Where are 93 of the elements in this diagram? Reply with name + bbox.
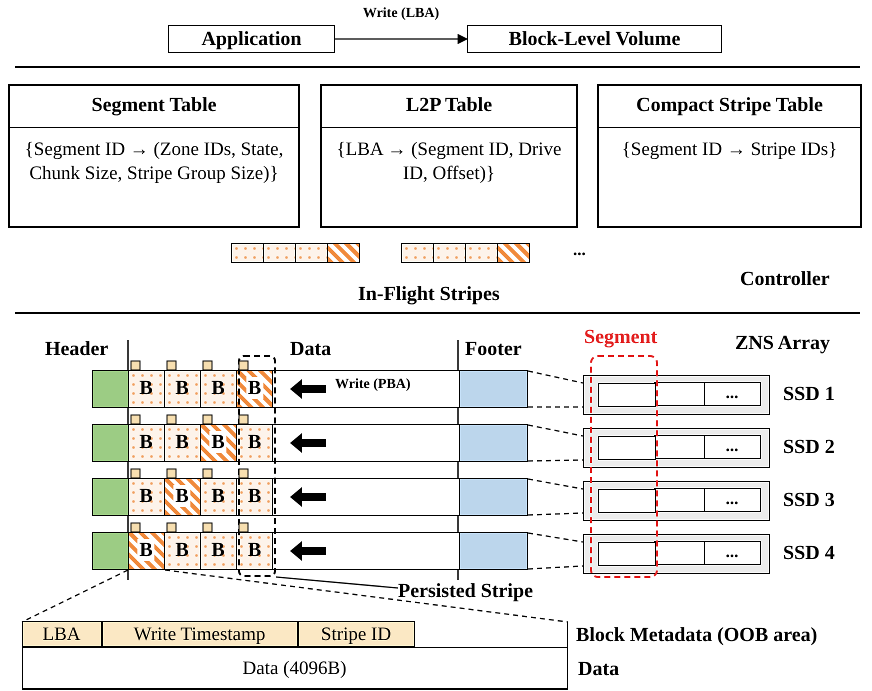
dashed-line	[527, 478, 584, 516]
data-block	[200, 424, 236, 462]
text-label: Write (PBA)	[335, 377, 411, 393]
zone-row	[92, 370, 528, 408]
table-cell	[22, 620, 102, 646]
block-letter: B	[138, 430, 154, 452]
block-letter: B	[246, 431, 262, 453]
chunk-box	[704, 434, 760, 458]
cell-text: LBA	[42, 624, 82, 646]
zone-row	[92, 478, 528, 516]
ellipsis: ...	[724, 436, 740, 456]
leader-line	[276, 576, 398, 589]
dashed-line	[527, 370, 584, 408]
chunk-box	[598, 542, 656, 566]
block-letter: B	[209, 430, 227, 452]
table-cell	[22, 646, 568, 688]
block-letter: B	[174, 376, 190, 398]
arrow	[335, 34, 468, 44]
cell-text: Write Timestamp	[132, 624, 266, 646]
box-label: Application	[200, 28, 303, 51]
data-block	[236, 532, 273, 570]
block-letter: B	[137, 538, 155, 560]
table-box	[597, 84, 862, 228]
dashed-line	[527, 532, 584, 570]
text-label: In-Flight Stripes	[358, 283, 500, 306]
dashed-line	[527, 424, 584, 462]
cell-text: Stripe ID	[320, 624, 392, 646]
ellipsis: ...	[724, 542, 740, 562]
process-box	[467, 25, 722, 53]
table-cell	[102, 620, 298, 646]
ellipsis: ...	[724, 488, 740, 508]
block-letter: B	[174, 538, 190, 560]
chunk-box	[598, 489, 656, 513]
table-title: L2P Table	[404, 94, 494, 117]
data-block	[128, 370, 164, 408]
data-block	[164, 532, 200, 570]
drive-label: SSD 1	[783, 383, 835, 406]
block-letter: B	[173, 484, 191, 506]
block-letter: B	[174, 430, 190, 452]
zone-row	[92, 532, 528, 570]
table-entry: {Segment ID → (Zone IDs, State, Chunk Size, Stripe Group Size)}	[24, 138, 284, 186]
text-label: Header	[45, 338, 108, 361]
table-box	[320, 84, 578, 228]
chunk-box	[598, 383, 656, 407]
data-block	[164, 424, 200, 462]
zone-row	[92, 424, 528, 462]
chunk-box	[704, 540, 760, 564]
metadata-table	[22, 622, 568, 690]
dashed-line	[164, 569, 568, 623]
table-box	[8, 84, 300, 228]
table-title: Segment Table	[90, 94, 218, 117]
data-block	[200, 370, 236, 408]
data-block	[164, 478, 200, 516]
data-block	[200, 532, 236, 570]
table-cell	[298, 620, 414, 646]
text-label: Block Metadata (OOB area)	[576, 624, 818, 647]
data-block	[164, 370, 200, 408]
table-title: Compact Stripe Table	[635, 94, 824, 117]
block-letter: B	[210, 538, 226, 560]
table-entry: {Segment ID → Stripe IDs}	[620, 138, 838, 162]
block-letter: B	[210, 376, 226, 398]
data-block	[236, 478, 273, 516]
data-block	[128, 478, 164, 516]
text-label: Footer	[465, 338, 522, 361]
block-letter: B	[138, 376, 154, 398]
data-block	[236, 370, 273, 408]
cell-text: Data (4096B)	[242, 658, 348, 680]
ellipsis: ...	[724, 382, 740, 402]
drive-label: SSD 3	[783, 489, 835, 512]
chunk-box	[704, 488, 760, 512]
segment-caption: Segment	[584, 326, 658, 349]
ellipsis: ...	[573, 240, 586, 260]
block-letter: B	[246, 485, 262, 507]
data-block	[128, 532, 164, 570]
text-label: Controller	[740, 268, 830, 291]
block-letter: B	[138, 484, 154, 506]
block-letter: B	[246, 539, 262, 561]
text-label: ZNS Array	[735, 332, 830, 355]
data-block	[200, 478, 236, 516]
drive-label: SSD 2	[783, 436, 835, 459]
stripe-caption: Persisted Stripe	[398, 580, 533, 603]
process-box	[168, 25, 335, 53]
data-block	[128, 424, 164, 462]
chunk-box	[598, 436, 656, 460]
side-label: Data	[578, 658, 620, 681]
chunk-box	[704, 382, 760, 406]
drive-label: SSD 4	[783, 542, 835, 565]
block-letter: B	[246, 377, 264, 399]
block-letter: B	[210, 484, 226, 506]
box-label: Block-Level Volume	[508, 28, 682, 51]
data-block	[236, 424, 273, 462]
text-label: Data	[290, 338, 332, 361]
table-entry: {LBA → (Segment ID, Drive ID, Offset)}	[336, 138, 562, 186]
